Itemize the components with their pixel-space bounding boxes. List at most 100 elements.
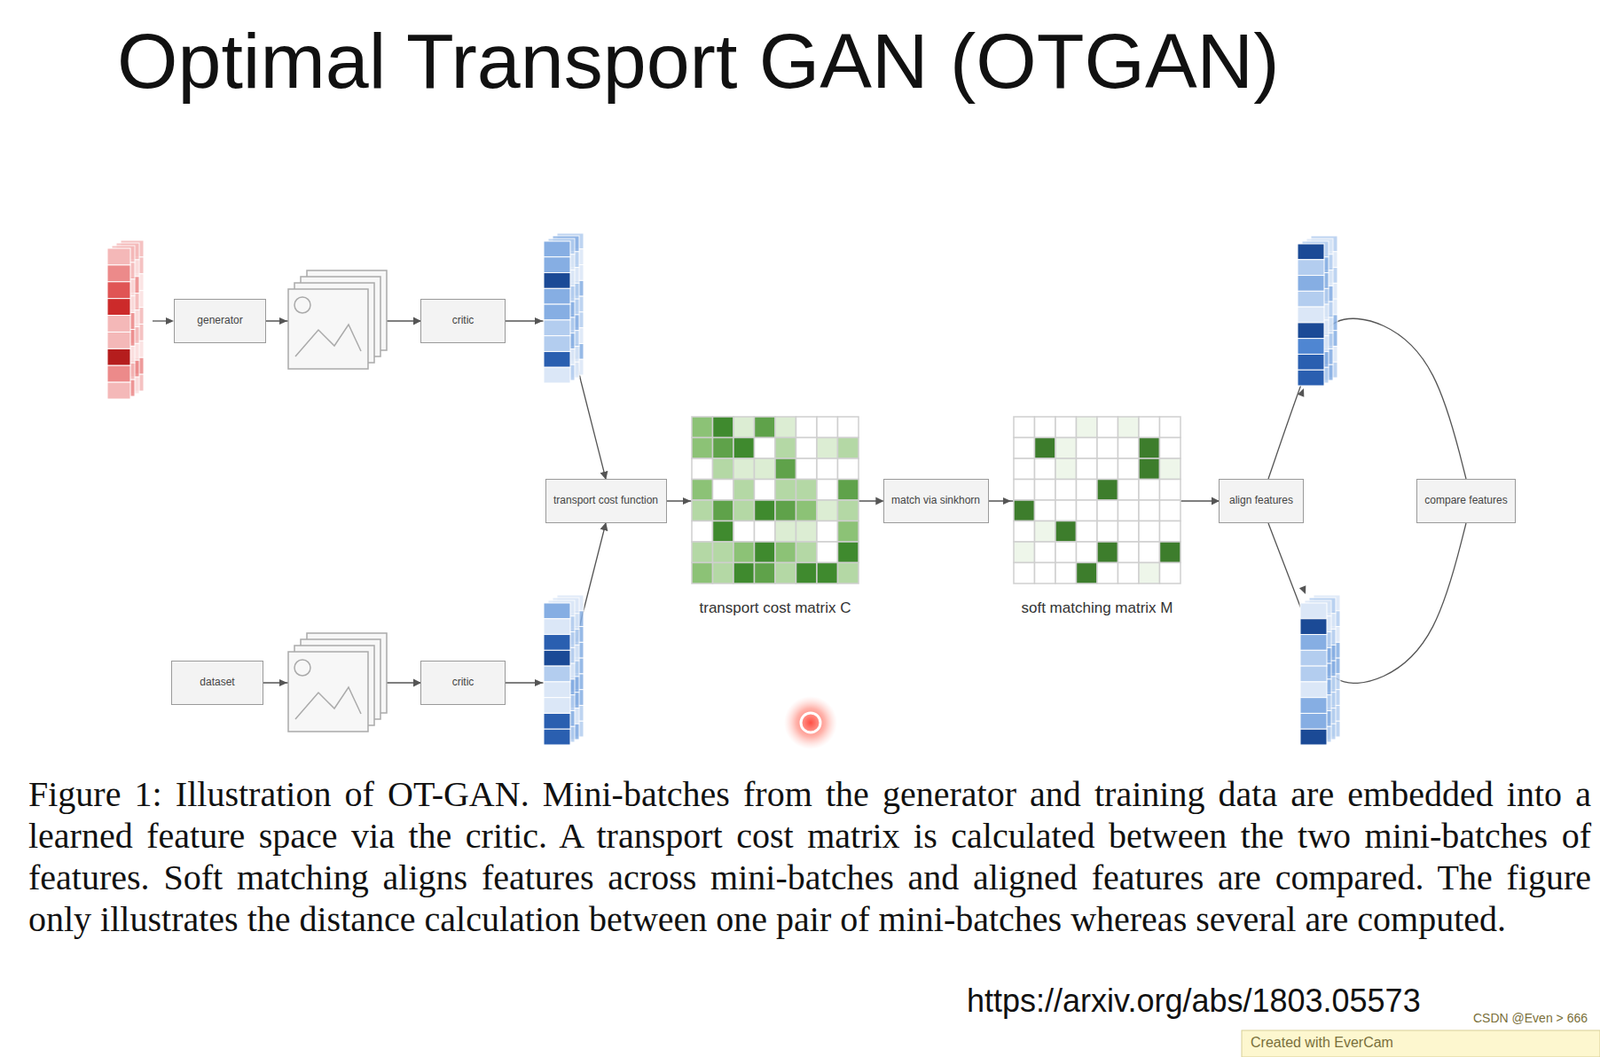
image-frame — [288, 289, 369, 369]
matrix-cell — [733, 563, 755, 585]
feature-cell — [543, 650, 571, 667]
feature-cell — [1297, 369, 1325, 386]
source-url: https://arxiv.org/abs/1803.05573 — [966, 982, 1421, 1020]
feature-cell — [543, 729, 571, 746]
feature-cell — [543, 320, 571, 337]
matrix-cell — [796, 563, 818, 585]
matrix-cell — [691, 563, 714, 585]
image-sun — [294, 297, 311, 314]
arrow-head — [1299, 585, 1306, 595]
feature-cell — [1297, 290, 1325, 307]
matrix-cell — [1118, 563, 1140, 585]
matrix-cell — [1035, 438, 1057, 460]
matrix-cell — [691, 541, 714, 564]
matrix-cell — [1138, 521, 1161, 543]
feature-cell — [1300, 713, 1327, 730]
matrix-cell — [754, 438, 777, 460]
feature-cell — [107, 365, 131, 383]
matrix-cell — [754, 416, 777, 439]
matrix-cell — [1118, 438, 1140, 460]
matrix-cell — [1076, 438, 1099, 460]
matrix-cell — [733, 438, 755, 460]
matrix-cell — [1118, 541, 1140, 564]
matrix-cell — [1055, 416, 1077, 439]
matrix-cell — [713, 416, 735, 439]
matrix-cell — [1055, 500, 1077, 522]
feature-cell — [107, 282, 131, 299]
box-label: match via sinkhorn — [891, 494, 981, 508]
feature-cell — [1297, 306, 1325, 323]
matrix-cell — [1160, 438, 1182, 460]
slide-title: Optimal Transport GAN (OTGAN) — [117, 15, 1279, 107]
matrix-cell — [754, 479, 777, 502]
matrix-cell — [1013, 521, 1036, 543]
feature-cell — [107, 265, 131, 283]
flow-arrow — [1268, 523, 1467, 683]
matrix-cell — [775, 438, 797, 460]
feature-cell — [543, 619, 571, 636]
feature-cell — [107, 248, 131, 266]
matrix-cell — [1035, 458, 1057, 480]
arrow-head — [534, 679, 543, 687]
process-box: critic — [420, 298, 506, 344]
feature-cell — [1300, 619, 1327, 636]
feature-cell — [543, 367, 571, 384]
matrix-cell — [775, 563, 797, 585]
image-stack — [288, 270, 387, 369]
feature-cell — [543, 603, 571, 620]
matrix-cell — [816, 458, 839, 480]
matrix-cell — [838, 500, 860, 522]
matrix-cell — [1055, 479, 1077, 502]
feature-cell — [543, 241, 571, 258]
image-sun — [294, 659, 311, 676]
matrix-cell — [796, 521, 818, 543]
matrix-cell — [775, 416, 797, 439]
matrix-cell — [1118, 521, 1140, 543]
matrix-cell — [1138, 479, 1161, 502]
matrix-cell — [1118, 479, 1140, 502]
process-box: critic — [420, 660, 506, 706]
flow-arrow — [505, 523, 606, 683]
feature-cell — [1297, 338, 1325, 355]
matrix-cell — [713, 458, 735, 480]
watermark: CSDN @Even > 666 — [1473, 1011, 1588, 1026]
matrix-cell — [1035, 521, 1057, 543]
feature-cell — [543, 304, 571, 321]
matrix-cell — [816, 479, 839, 502]
flow-arrow — [1268, 318, 1467, 479]
matrix-cell — [691, 500, 714, 522]
matrix-cell — [691, 521, 714, 543]
feature-cell — [1300, 682, 1327, 699]
feature-cell — [1297, 353, 1325, 370]
feature-cell — [543, 257, 571, 274]
feature-cell — [1300, 666, 1327, 683]
matrix-cell — [733, 500, 755, 522]
matrix-cell — [1035, 541, 1057, 564]
feature-stack — [107, 240, 144, 400]
feature-cell — [107, 331, 131, 349]
matrix-cell — [816, 416, 839, 439]
matrix-cell — [796, 479, 818, 502]
matrix-cell — [1097, 563, 1119, 585]
watermark-band — [1241, 1030, 1600, 1057]
arrow-head — [165, 317, 174, 325]
matrix-cell — [1097, 500, 1119, 522]
feature-cell — [1300, 698, 1327, 714]
matrix-grid — [1013, 416, 1181, 584]
matrix-cell — [816, 500, 839, 522]
box-label: generator — [196, 314, 243, 328]
matrix-cell — [1160, 479, 1182, 502]
box-label: critic — [452, 676, 475, 690]
matrix-cell — [1055, 521, 1077, 543]
matrix-cell — [1118, 416, 1140, 439]
image-mountain — [295, 687, 361, 720]
box-label: compare features — [1424, 494, 1507, 508]
matrix-cell — [754, 458, 777, 480]
feature-cell — [107, 348, 131, 366]
matrix-cell — [691, 416, 714, 439]
feature-cell — [107, 382, 131, 400]
feature-cell — [107, 315, 131, 333]
matrix-cell — [1160, 521, 1182, 543]
feature-stack — [543, 233, 584, 384]
